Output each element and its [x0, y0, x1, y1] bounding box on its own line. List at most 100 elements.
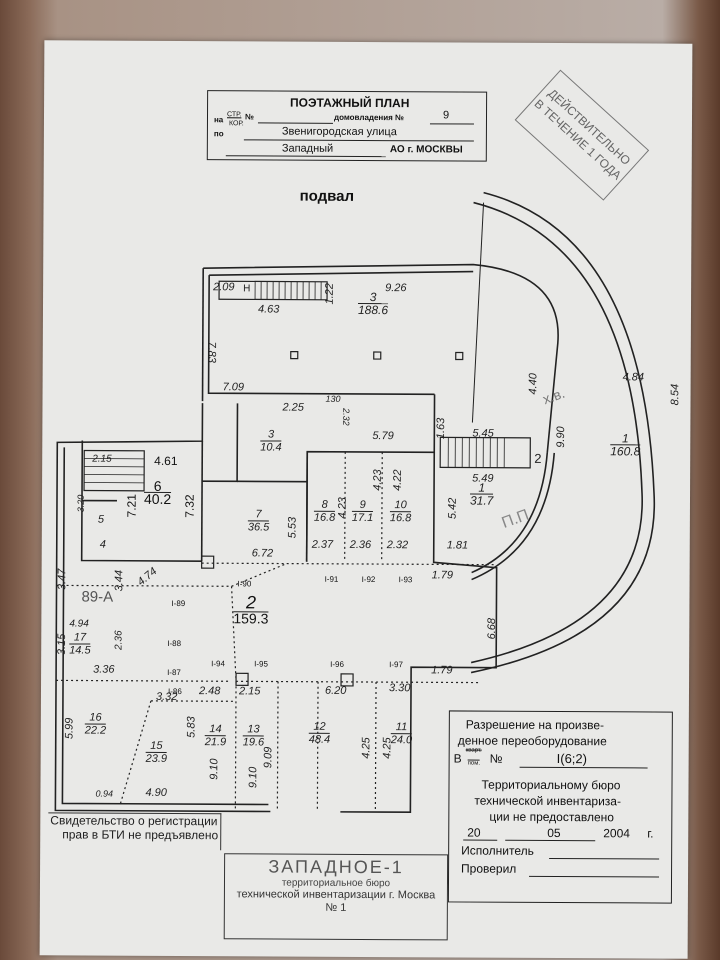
dim-8-54: 8.54	[669, 383, 682, 406]
dim-2-32a: 2.32	[341, 408, 352, 426]
partition-16-top	[56, 679, 232, 682]
room-number: 17	[69, 631, 91, 645]
wall-room3-bottom	[207, 275, 435, 396]
room-area: 23.9	[145, 752, 168, 765]
day-line	[463, 839, 498, 841]
dim-5-45: 5.45	[472, 427, 494, 440]
permit-executor-label: Исполнитель	[461, 843, 534, 858]
dim-9-26: 9.26	[385, 282, 407, 295]
permit-year-suffix: г.	[647, 826, 654, 841]
checker-signature-line	[529, 875, 660, 878]
axis-i-93: I-93	[398, 575, 413, 585]
dim-1-81: 1.81	[446, 539, 469, 552]
wall-room8-left	[305, 451, 309, 562]
permit-year: 2004	[603, 826, 630, 841]
wall-right-mid	[340, 452, 498, 814]
wall-arc-small	[471, 452, 549, 574]
bti-stamp: ЗАПАДНОЕ-1 территориальное бюро техничес…	[223, 853, 449, 941]
permit-title-line1: Разрешение на произве-	[465, 717, 605, 733]
room-area: 31.7	[469, 493, 494, 508]
room-area: 40.2	[143, 490, 172, 507]
room-number: 11	[390, 721, 413, 735]
permit-v-label: В	[453, 751, 462, 766]
dim-3-47: 3.47	[56, 568, 69, 591]
annotation-89a: 89-А	[81, 588, 114, 606]
dim-7-83: 7.83	[205, 341, 218, 363]
axis-i-95: I-95	[254, 659, 268, 669]
permit-block: Разрешение на произве- денное переоборуд…	[447, 710, 673, 904]
staircase-right	[439, 436, 531, 469]
column	[373, 351, 382, 360]
dim-6-68: 6.68	[485, 617, 499, 640]
wall-left-room3	[201, 268, 205, 402]
room-number: 7	[247, 508, 270, 522]
wall-left-outer	[54, 403, 271, 813]
dim-9-09: 9.09	[262, 746, 275, 769]
dim-3-30: 3.30	[388, 682, 411, 695]
axis-i-88: I-88	[167, 638, 182, 649]
room-number: 15	[145, 740, 168, 753]
room-number: 13	[242, 723, 265, 737]
axis-i-92: I-92	[361, 574, 376, 585]
dim-1-79b: 1.79	[431, 664, 453, 677]
permit-checker-label: Проверил	[461, 861, 517, 876]
dim-2-25: 2.25	[282, 401, 304, 414]
partition-89a	[56, 584, 232, 587]
permit-kvart: кварт.	[465, 747, 482, 754]
room-number: 9	[351, 499, 374, 513]
wall-room6-right	[200, 441, 204, 562]
column	[340, 673, 354, 687]
dim-6-20: 6.20	[324, 684, 347, 697]
axis-i-89: I-89	[171, 598, 186, 609]
axis-i-90: I-90	[237, 579, 252, 589]
room-2-stair-label: 2	[534, 450, 542, 466]
dim-5-83: 5.83	[185, 716, 198, 738]
room-area: 24.0	[390, 734, 413, 747]
wall-left-inner	[61, 447, 269, 806]
permit-number-line	[519, 766, 648, 769]
dim-7-32: 7.32	[182, 494, 197, 518]
room-number: 8	[313, 499, 336, 512]
wall-arc-inner	[470, 201, 643, 664]
room-area: 21.9	[204, 736, 227, 749]
dim-9-90: 9.90	[554, 426, 568, 448]
dim-4-90: 4.90	[145, 786, 167, 799]
dim-3-44: 3.44	[113, 569, 126, 592]
room-area: 159.3	[233, 610, 269, 627]
wall-arc-small-inner	[471, 452, 556, 581]
partition-11-12	[374, 682, 377, 813]
room-n-label: Н	[243, 283, 251, 295]
dim-1-30: 130	[325, 393, 341, 404]
axis-line-i90	[201, 562, 497, 566]
room-area: 10.4	[260, 441, 282, 454]
staircase-left	[83, 449, 145, 492]
dim-3-36: 3.36	[93, 663, 115, 676]
room-number: 12	[308, 721, 331, 734]
room-number: 14	[204, 723, 227, 737]
dim-7-09: 7.09	[222, 381, 245, 394]
axis-i-96: I-96	[330, 659, 344, 669]
dim-2-15b: 2.15	[238, 685, 261, 698]
room-4-label: 4	[99, 538, 106, 551]
room-area: 16.8	[389, 512, 412, 525]
stair-treads	[84, 281, 505, 484]
permit-number: I(6;2)	[556, 751, 588, 767]
dim-4-63: 4.63	[257, 303, 280, 316]
room-area: 48.4	[308, 733, 331, 746]
dim-0-94: 0.94	[95, 788, 114, 799]
dim-2-15: 2.15	[92, 453, 112, 465]
dim-5-42: 5.42	[446, 497, 459, 520]
permit-title-line2: денное переоборудование	[457, 733, 607, 749]
dim-4-22: 4.22	[391, 469, 404, 491]
